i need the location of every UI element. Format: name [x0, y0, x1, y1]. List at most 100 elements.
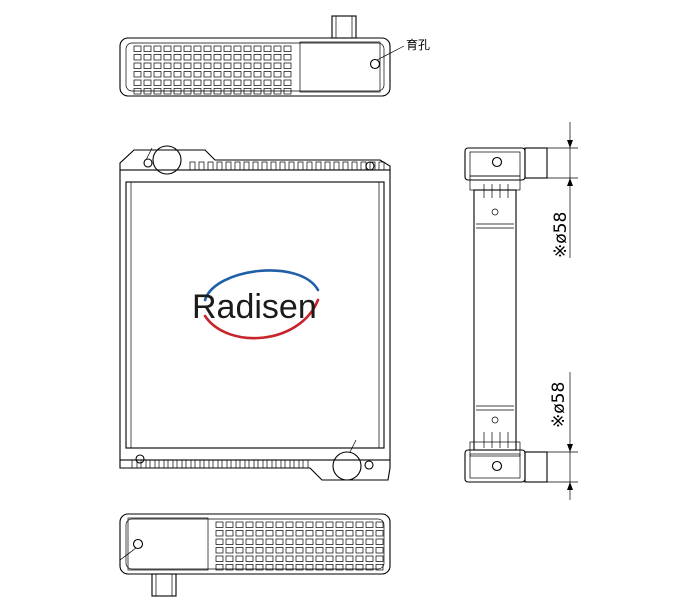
rib-cell: [215, 564, 224, 571]
rib-cell: [263, 54, 272, 61]
rib-cell: [355, 530, 364, 537]
header-tooth: [297, 161, 304, 171]
rib-cell: [193, 79, 202, 86]
rib-cell: [163, 62, 172, 69]
rib-cell: [345, 538, 354, 545]
rib-cell: [243, 54, 252, 61]
rib-cell: [235, 538, 244, 545]
rib-cell: [233, 62, 242, 69]
rib-cell: [375, 547, 384, 554]
rib-cell: [173, 88, 182, 95]
rib-cell: [215, 547, 224, 554]
rib-cell: [285, 530, 294, 537]
rib-cell: [283, 54, 292, 61]
rib-cell: [355, 521, 364, 528]
radiator-side-view: ※ø58 ※ø58: [464, 122, 578, 500]
rib-cell: [163, 79, 172, 86]
rib-cell: [225, 521, 234, 528]
header-tooth: [306, 161, 313, 171]
rib-cell: [265, 530, 274, 537]
rib-cell: [305, 538, 314, 545]
header-tooth: [293, 459, 300, 469]
bottom-header-teeth: [131, 459, 309, 469]
rib-cell: [375, 555, 384, 562]
rib-cell: [163, 71, 172, 78]
rib-cell: [283, 45, 292, 52]
rib-cell: [153, 88, 162, 95]
header-tooth: [302, 459, 309, 469]
rib-cell: [183, 54, 192, 61]
rib-cell: [235, 547, 244, 554]
rib-cell: [275, 547, 284, 554]
drain-hole-label: 育孔: [406, 37, 430, 52]
pipe-diameter-bottom-label: ※ø58: [549, 382, 569, 428]
rib-cell: [245, 564, 254, 571]
rib-cell: [263, 62, 272, 69]
rib-cell: [213, 79, 222, 86]
rib-cell: [345, 547, 354, 554]
rib-cell: [335, 521, 344, 528]
rib-cell: [245, 555, 254, 562]
rib-cell: [283, 79, 292, 86]
rib-cell: [215, 538, 224, 545]
rib-cell: [193, 45, 202, 52]
rib-cell: [335, 555, 344, 562]
rib-cell: [233, 88, 242, 95]
rib-cell: [325, 538, 334, 545]
rib-cell: [183, 79, 192, 86]
rib-cell: [215, 555, 224, 562]
header-tooth: [257, 459, 264, 469]
rib-cell: [295, 564, 304, 571]
rib-cell: [315, 538, 324, 545]
rib-cell: [365, 547, 374, 554]
rib-cell: [233, 71, 242, 78]
rib-cell: [225, 555, 234, 562]
rib-cell: [163, 88, 172, 95]
rib-cell: [253, 62, 262, 69]
header-tooth: [203, 459, 210, 469]
rib-cell: [253, 71, 262, 78]
header-tooth: [243, 161, 250, 171]
header-tooth: [279, 161, 286, 171]
rib-cell: [275, 538, 284, 545]
rib-cell: [183, 62, 192, 69]
rib-cell: [245, 538, 254, 545]
rib-cell: [255, 555, 264, 562]
rib-cell: [215, 521, 224, 528]
rib-cell: [223, 71, 232, 78]
rib-cell: [355, 547, 364, 554]
header-tooth: [131, 459, 138, 469]
rib-cell: [203, 54, 212, 61]
rib-cell: [153, 54, 162, 61]
rib-cell: [325, 521, 334, 528]
rib-cell: [243, 45, 252, 52]
rib-cell: [143, 88, 152, 95]
rib-cell: [325, 547, 334, 554]
rib-cell: [295, 538, 304, 545]
rib-cell: [345, 555, 354, 562]
rib-cell: [305, 564, 314, 571]
rib-cell: [283, 88, 292, 95]
rib-cell: [235, 530, 244, 537]
rib-cell: [245, 547, 254, 554]
header-tooth: [360, 161, 367, 171]
logo-swoosh-red: [203, 298, 320, 340]
rib-cell: [223, 62, 232, 69]
rib-cell: [153, 79, 162, 86]
rib-cell: [233, 54, 242, 61]
rib-cell: [153, 62, 162, 69]
rib-cell: [315, 555, 324, 562]
rib-cell: [255, 521, 264, 528]
header-tooth: [194, 459, 201, 469]
rib-cell: [285, 547, 294, 554]
outlet-port-icon: [332, 451, 362, 481]
rib-cell: [213, 45, 222, 52]
rib-cell: [225, 564, 234, 571]
rib-cell: [193, 88, 202, 95]
header-tooth: [288, 161, 295, 171]
rib-cell: [285, 555, 294, 562]
rib-cell: [375, 530, 384, 537]
rib-cell: [203, 88, 212, 95]
rib-cell: [375, 538, 384, 545]
rib-cell: [173, 45, 182, 52]
